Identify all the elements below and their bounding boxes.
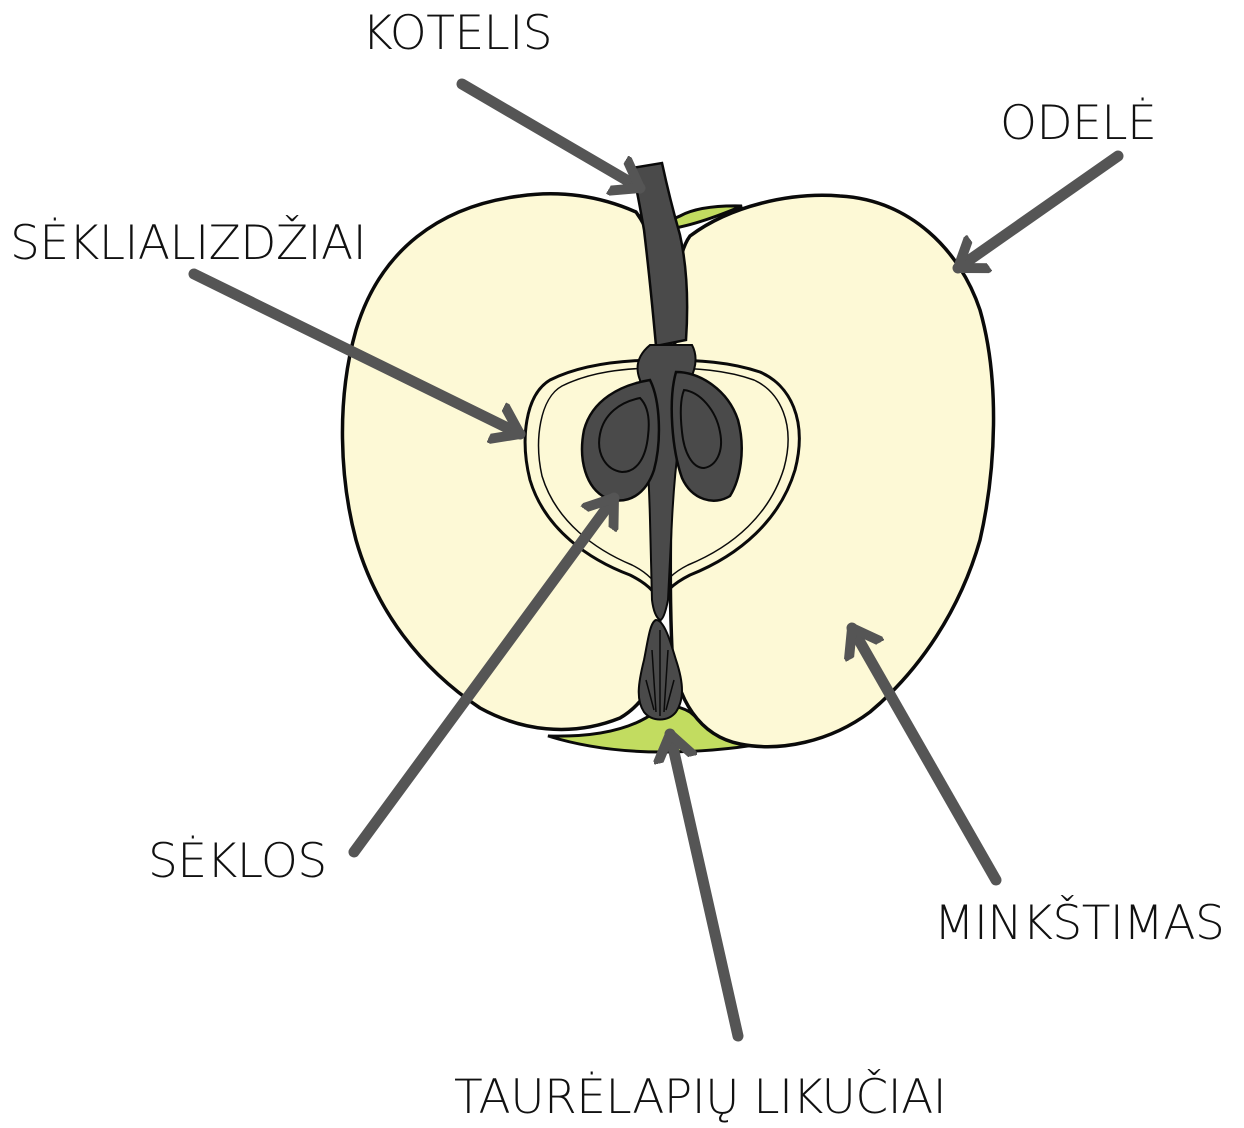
arrow-skin [958, 156, 1118, 268]
label-seeds: SĖKLOS [148, 838, 327, 885]
arrow-stem [462, 84, 640, 188]
label-stem: KOTELIS [362, 10, 552, 57]
arrow-flesh [852, 628, 996, 880]
label-sepal-remains: TAURĖLAPIŲ LIKUČIAI [454, 1074, 946, 1121]
label-seed-chambers: SĖKLIALIZDŽIAI [10, 220, 366, 267]
arrow-sepal-remains [670, 734, 738, 1036]
label-skin: ODELĖ [1000, 100, 1156, 147]
label-flesh: MINKŠTIMAS [934, 900, 1224, 947]
